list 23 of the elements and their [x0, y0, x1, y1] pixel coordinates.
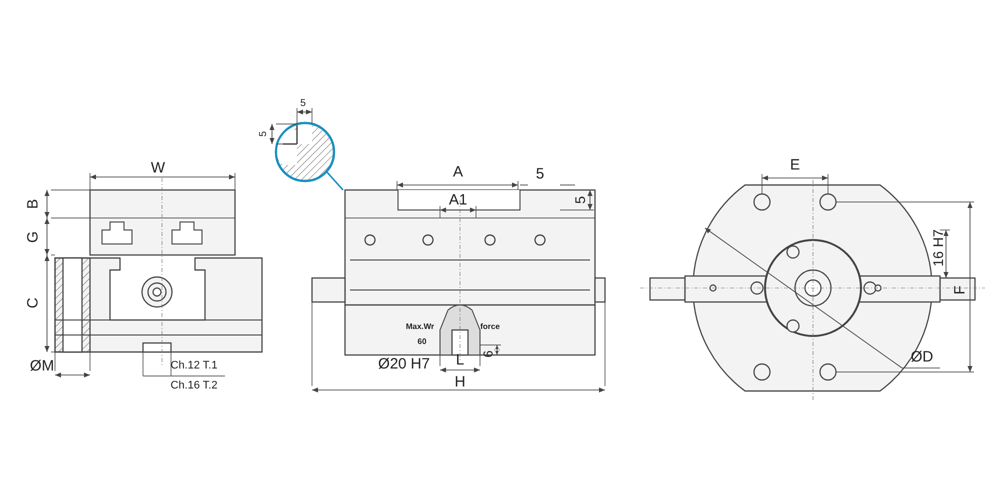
dimension-label: F — [952, 285, 968, 295]
dimension-label: H — [454, 374, 466, 390]
dimension-label: L — [456, 352, 464, 368]
dimension-label: G — [26, 231, 40, 243]
dimension-label: ØM — [30, 358, 54, 374]
dimension-label: 5 — [573, 196, 587, 204]
engraved-text: 60 — [418, 338, 426, 346]
dimension-label: W — [150, 160, 166, 176]
dimension-label: A1 — [448, 192, 468, 208]
dimension-label: C — [26, 298, 40, 308]
engraved-text: Max.Wr — [406, 323, 434, 331]
dimension-label: B — [26, 199, 40, 209]
dimension-label: Ø20 H7 — [378, 356, 430, 372]
thread-note: Ch.16 T.2 — [170, 380, 218, 392]
dimension-label: A — [453, 164, 463, 180]
dimension-label: 5 — [536, 166, 544, 182]
dimension-label: 6 — [482, 350, 494, 358]
dimension-label: 5 — [300, 99, 306, 109]
dimension-label: 16 H7 — [931, 229, 945, 267]
dimension-label: ØD — [910, 350, 934, 364]
engraved-text: force — [480, 323, 500, 331]
dimension-label: 5 — [259, 131, 269, 137]
dimension-label: E — [790, 158, 800, 172]
